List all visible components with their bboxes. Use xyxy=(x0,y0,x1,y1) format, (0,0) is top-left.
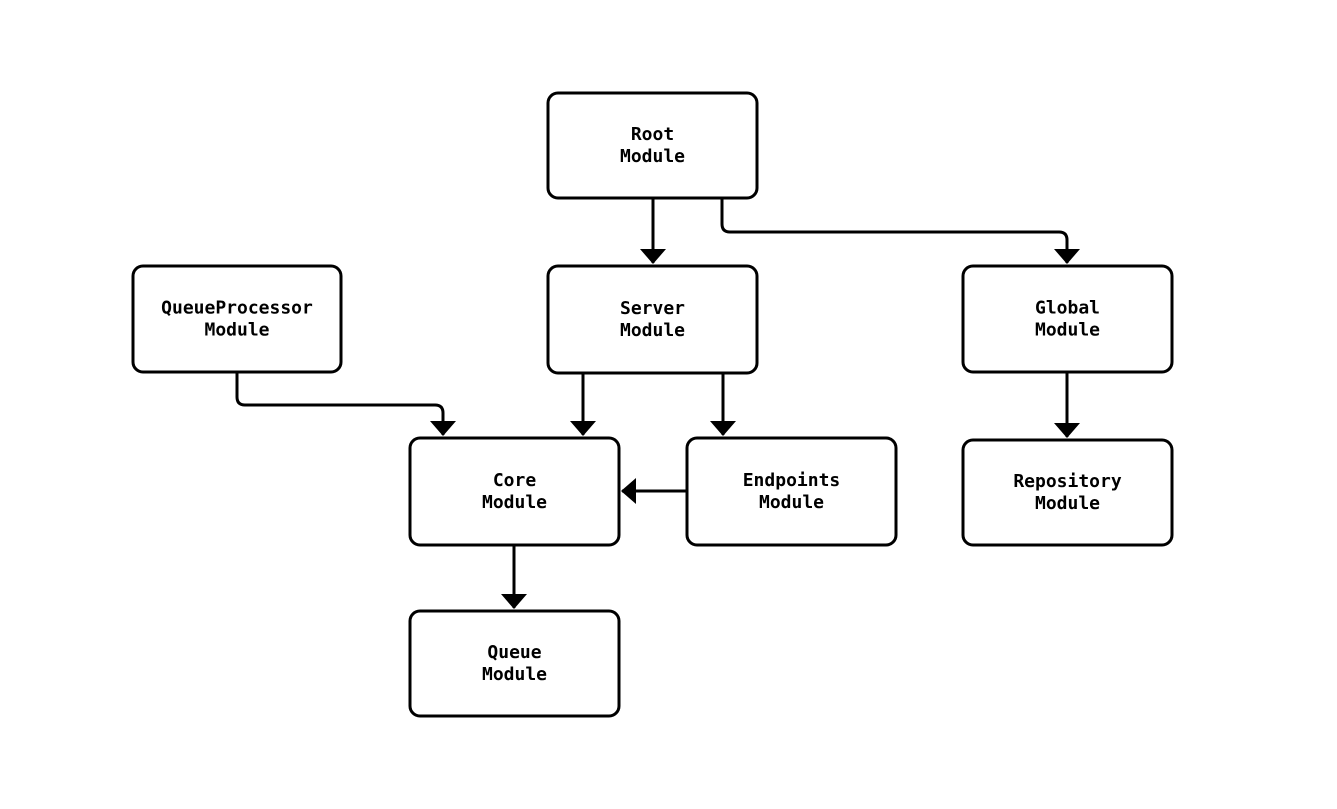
node-box-global-module xyxy=(961,264,1174,374)
edge-root-module-to-global-module xyxy=(720,198,1080,264)
node-box-core-module xyxy=(408,436,621,547)
node-box-repository-module xyxy=(961,438,1174,547)
node-box-server-module xyxy=(546,264,759,375)
node-box-endpoints-module xyxy=(685,436,898,547)
node-box-queueprocessor-module xyxy=(131,264,343,374)
edge-queueprocessor-module-to-core-module xyxy=(235,372,456,436)
node-box-root-module xyxy=(546,91,759,200)
edges-layer xyxy=(235,198,1080,609)
node-box-queue-module xyxy=(408,609,621,718)
